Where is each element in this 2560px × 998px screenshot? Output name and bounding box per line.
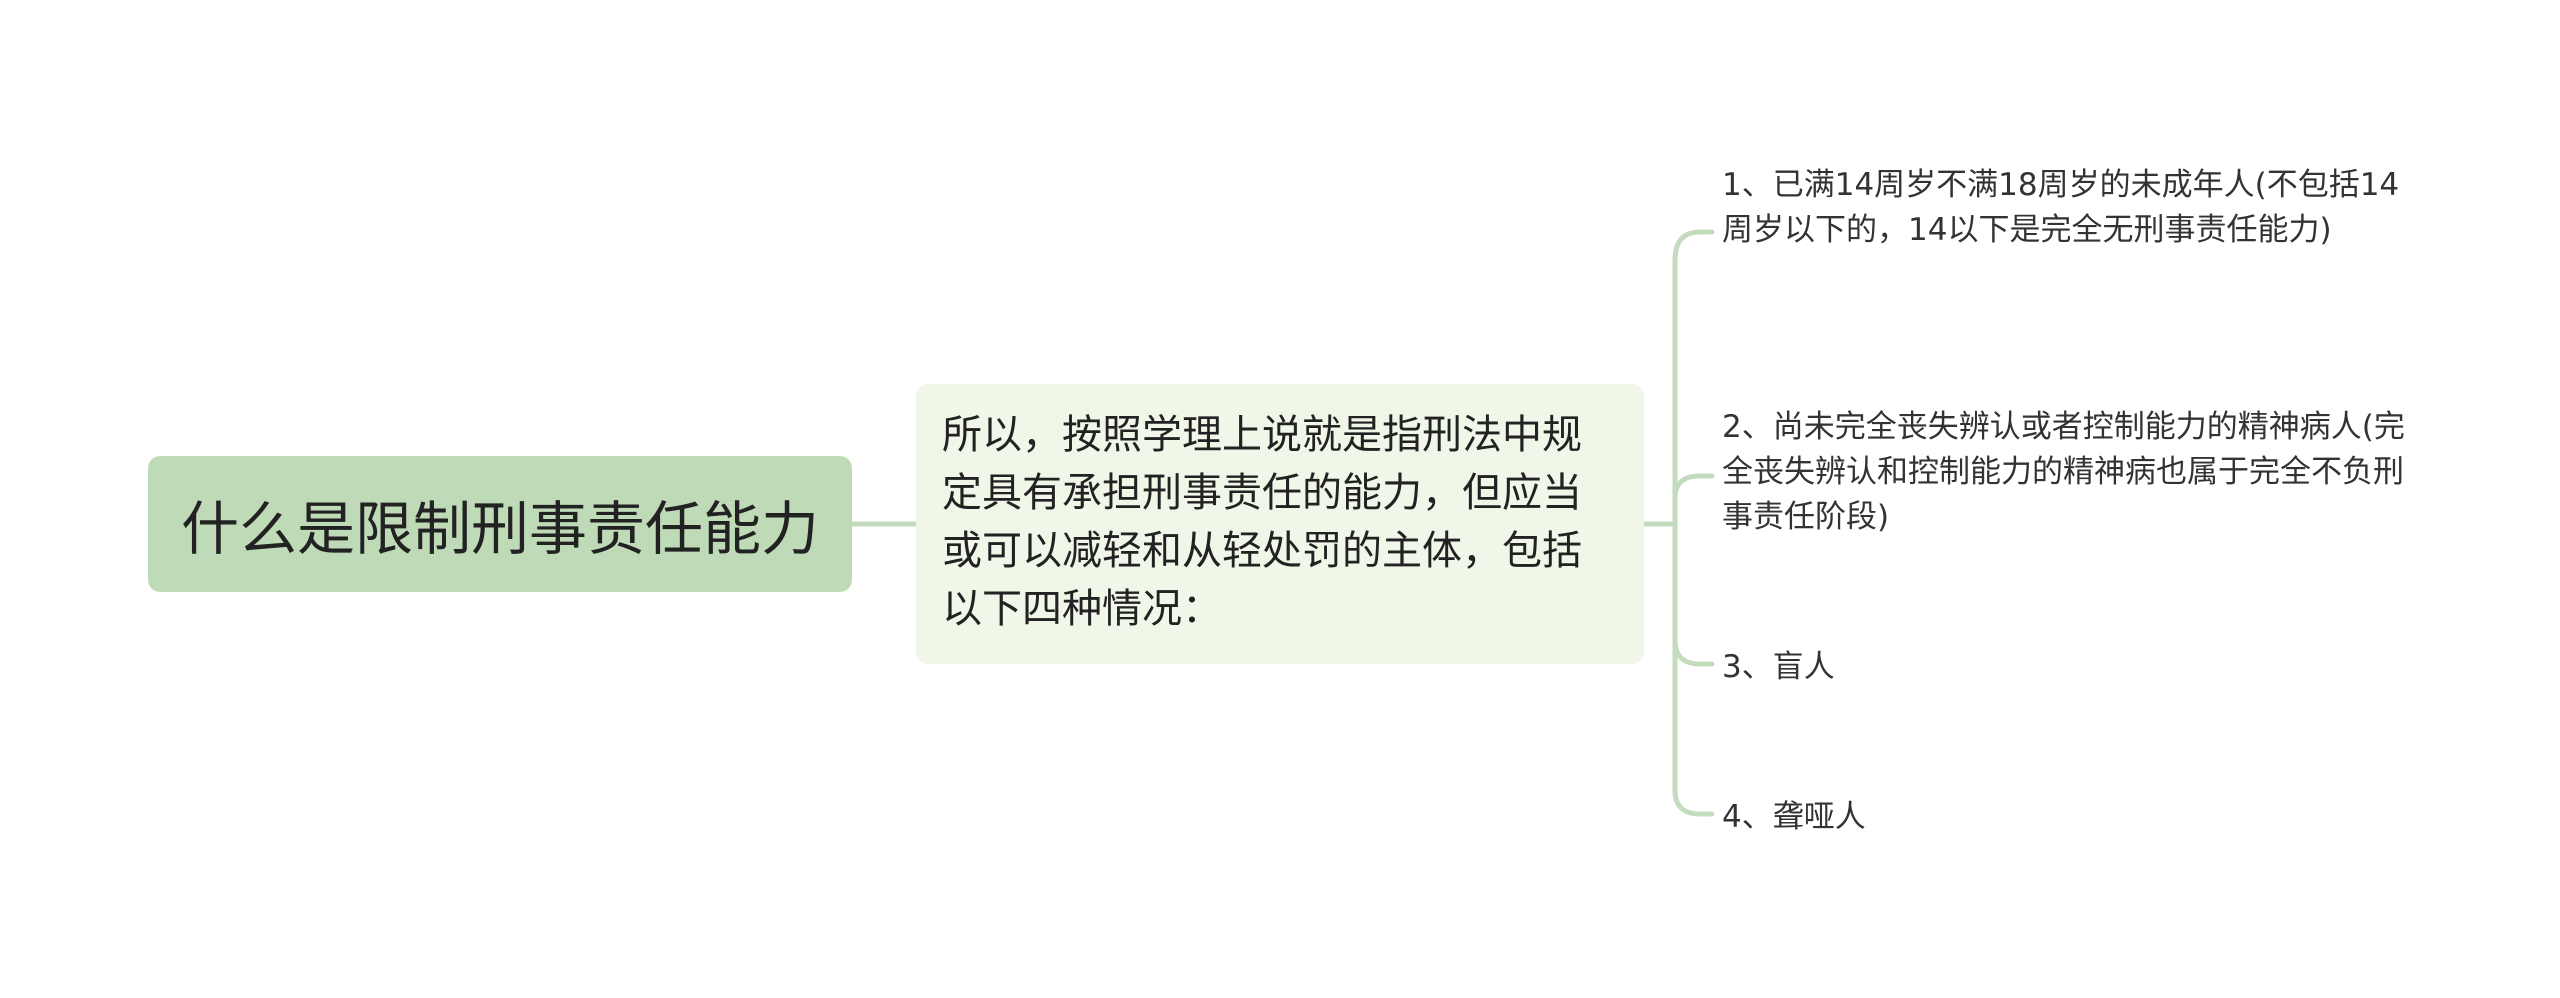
leaf-topic-4-label: 4、聋哑人: [1722, 799, 1866, 835]
branch-to-leaf-4: [1672, 637, 1715, 817]
root-topic[interactable]: 什么是限制刑事责任能力: [148, 456, 852, 592]
branch-to-leaf-3: [1672, 521, 1715, 667]
branch-to-leaf-2: [1672, 473, 1715, 527]
root-topic-label: 什么是限制刑事责任能力: [180, 495, 819, 563]
subtopic-definition-label: 所以，按照学理上说就是指刑法中规定具有承担刑事责任的能力，但应当或可以减轻和从轻…: [942, 412, 1582, 632]
leaf-topic-1-label: 1、已满14周岁不满18周岁的未成年人(不包括14周岁以下的，14以下是完全无刑…: [1722, 167, 2400, 248]
leaf-topic-4[interactable]: 4、聋哑人: [1722, 795, 2422, 840]
branch-trunk: [1672, 229, 1715, 527]
leaf-topic-3[interactable]: 3、盲人: [1722, 645, 2422, 690]
leaf-topic-1[interactable]: 1、已满14周岁不满18周岁的未成年人(不包括14周岁以下的，14以下是完全无刑…: [1722, 163, 2422, 253]
leaf-topic-3-label: 3、盲人: [1722, 649, 1835, 685]
leaf-topic-2-label: 2、尚未完全丧失辨认或者控制能力的精神病人(完全丧失辨认和控制能力的精神病也属于…: [1722, 409, 2405, 535]
subtopic-definition[interactable]: 所以，按照学理上说就是指刑法中规定具有承担刑事责任的能力，但应当或可以减轻和从轻…: [916, 384, 1644, 664]
leaf-topic-2[interactable]: 2、尚未完全丧失辨认或者控制能力的精神病人(完全丧失辨认和控制能力的精神病也属于…: [1722, 405, 2422, 540]
